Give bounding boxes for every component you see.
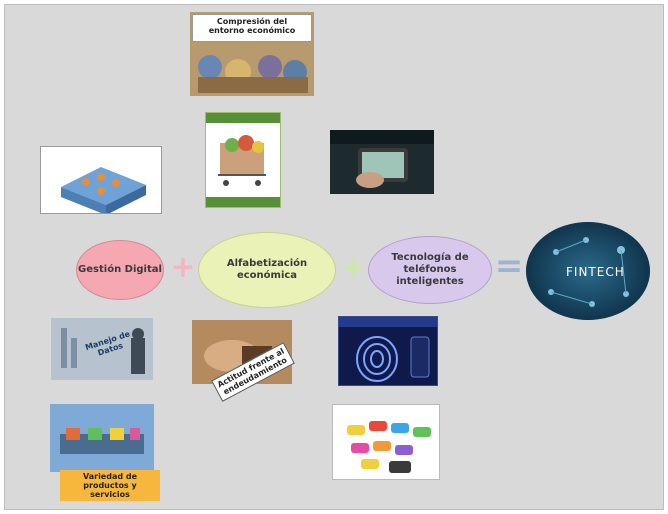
colored-keys-image [332,404,440,480]
shopping-cart-image [205,112,281,208]
fingerprint-image [338,316,438,386]
plus-operator-2: + [340,250,366,285]
caption-variedad: Variedad de productos y servicios [60,470,160,501]
equals-operator: = [494,246,524,286]
node-alfabetizacion-economica: Alfabetización económica [198,232,336,308]
plus-operator-1: + [170,250,196,285]
smartphone-image [330,130,434,194]
data-management-image [51,318,153,380]
fintech-label: FINTECH [566,265,625,279]
server-data-image [40,146,162,214]
fintech-image: FINTECH [526,222,650,320]
caption-comprension: Compresión del entorno económico [192,14,312,42]
products-services-image [50,404,154,472]
node-gestion-digital: Gestión Digital [76,240,164,300]
node-tecnologia-telefonos: Tecnología de teléfonos inteligentes [368,236,492,304]
